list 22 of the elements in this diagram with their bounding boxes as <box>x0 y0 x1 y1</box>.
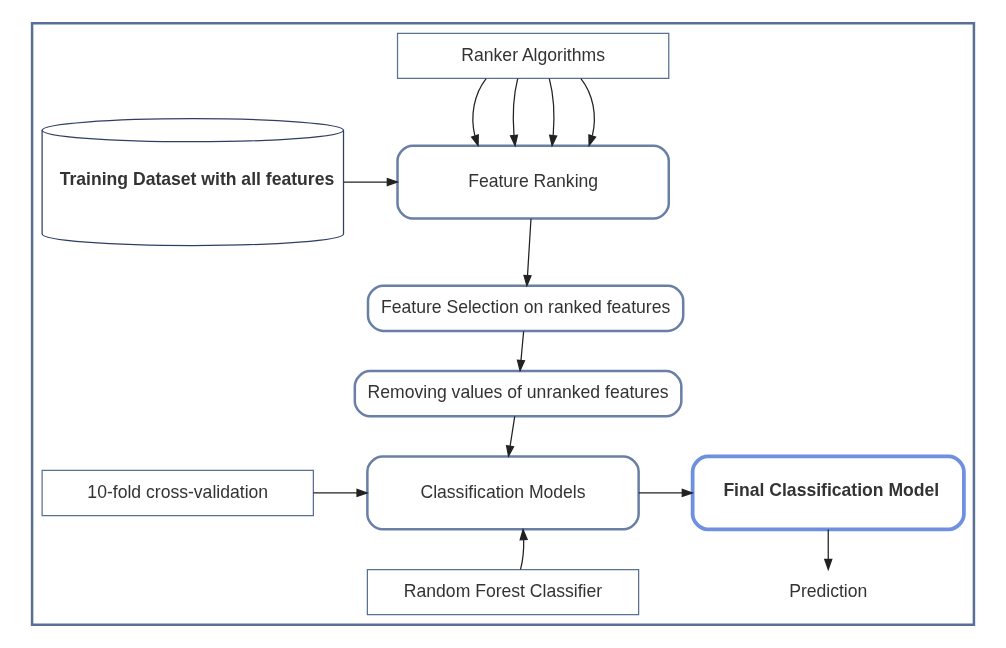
node-box: Ranker Algorithms <box>396 32 670 80</box>
arrow <box>548 78 558 148</box>
arrow <box>505 415 516 459</box>
node-box: Classification Models <box>366 455 640 531</box>
node-box: Feature Ranking <box>396 144 671 220</box>
arrow <box>638 488 695 498</box>
arrow <box>519 527 529 571</box>
node-box: Feature Selection on ranked features <box>366 284 685 333</box>
arrow <box>580 78 597 148</box>
arrow <box>312 488 369 498</box>
node-text: Prediction <box>789 580 868 601</box>
node-box: Final Classification Model <box>690 454 966 532</box>
arrow <box>823 529 833 572</box>
arrow <box>523 218 532 288</box>
node-box: Removing values of unranked features <box>353 369 683 418</box>
arrow <box>509 78 519 148</box>
node-box: 10-fold cross-validation <box>41 469 314 517</box>
arrow <box>343 177 400 187</box>
arrow <box>516 330 526 373</box>
node-box: Random Forest Classifier <box>366 568 640 616</box>
arrow <box>470 78 487 148</box>
cluster <box>30 21 976 627</box>
